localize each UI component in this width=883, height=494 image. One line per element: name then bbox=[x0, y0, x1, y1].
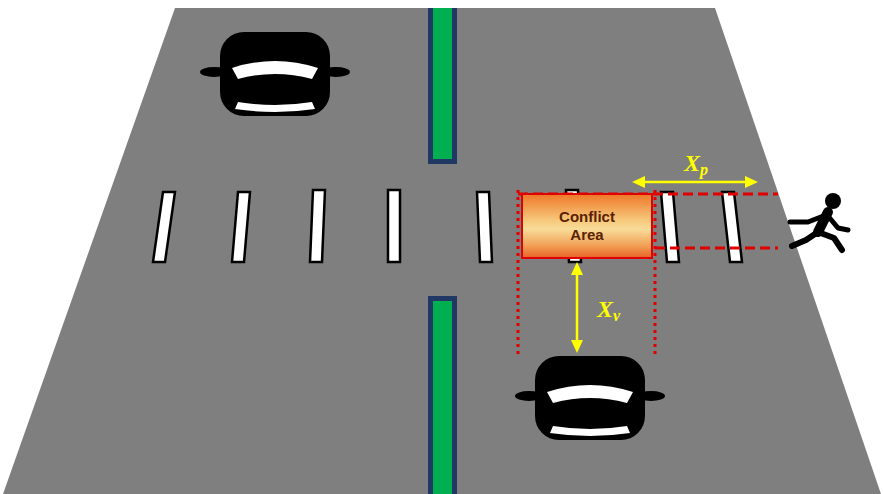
car-top-view bbox=[200, 32, 350, 116]
pedestrian-head bbox=[825, 193, 841, 209]
crosswalk-stripe bbox=[477, 192, 492, 262]
crosswalk-stripe bbox=[661, 192, 679, 262]
dimension-label: Xv bbox=[597, 296, 620, 325]
conflict-boundary bbox=[655, 247, 778, 250]
median-border bbox=[428, 8, 457, 164]
dimension-label: Xp bbox=[684, 150, 708, 179]
car-windshield bbox=[547, 385, 633, 403]
median-border bbox=[428, 296, 457, 494]
crosswalk-stripe bbox=[153, 192, 175, 262]
median-strip bbox=[433, 8, 452, 159]
conflict-area-box: Conflict Area bbox=[521, 193, 653, 259]
dimension-arrow bbox=[642, 181, 748, 184]
dimension-arrow bbox=[576, 272, 579, 343]
crosswalk-stripe bbox=[310, 190, 325, 262]
median-strip bbox=[433, 301, 452, 494]
arrow-head bbox=[745, 176, 758, 188]
pedestrian-leg bbox=[818, 232, 842, 250]
car-body bbox=[535, 356, 645, 440]
crosswalk-stripe bbox=[722, 192, 742, 262]
crosswalk-stripe bbox=[232, 192, 250, 262]
pedestrian-arm bbox=[790, 215, 826, 222]
box-label: Conflict Area bbox=[551, 208, 623, 244]
pedestrian-arm bbox=[828, 216, 848, 230]
pedestrian-icon bbox=[790, 193, 848, 250]
arrow-head bbox=[632, 176, 645, 188]
car-rear-window bbox=[235, 102, 315, 112]
arrow-head bbox=[571, 262, 583, 275]
arrow-head bbox=[571, 340, 583, 353]
pedestrian-leg bbox=[792, 232, 818, 246]
conflict-boundary bbox=[517, 190, 520, 356]
crosswalk-stripe bbox=[388, 190, 400, 262]
car-body bbox=[220, 32, 330, 116]
conflict-boundary bbox=[654, 190, 657, 356]
car-rear-window bbox=[550, 426, 630, 436]
car-top-view bbox=[515, 356, 665, 440]
car-windshield bbox=[232, 61, 318, 79]
